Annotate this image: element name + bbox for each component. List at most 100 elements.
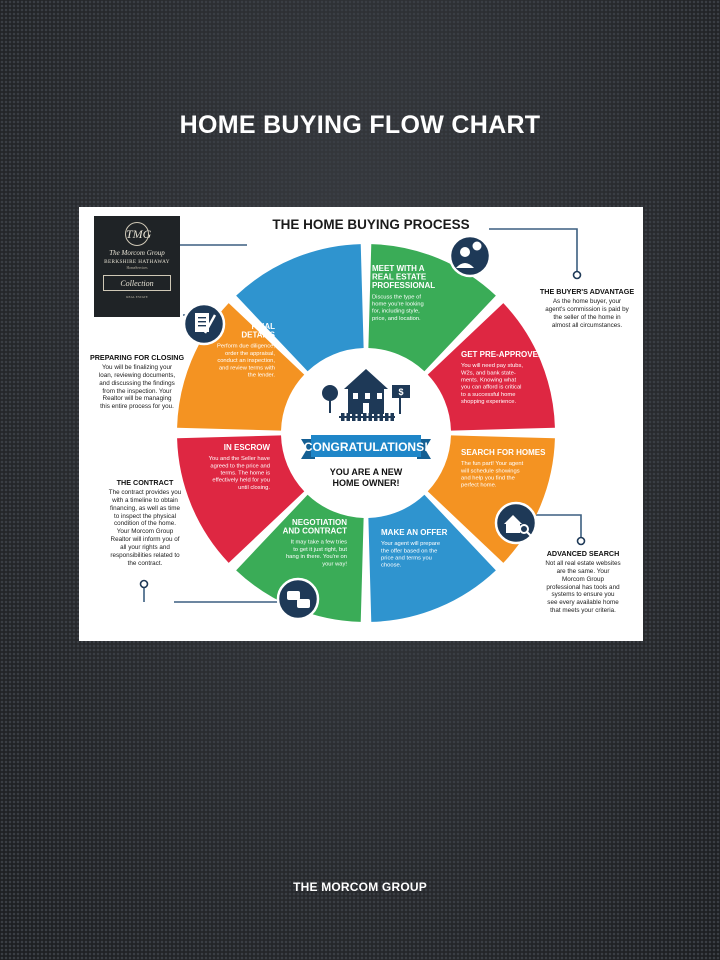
step-body: the lender.: [248, 373, 275, 379]
home-buying-infographic: THE HOME BUYING PROCESSCLOSINGThis is th…: [79, 207, 643, 641]
fence-rail: [339, 416, 395, 418]
step-body: for, including style,: [372, 309, 420, 315]
morcom-logo: TMG The Morcom Group BERKSHIRE HATHAWAY …: [94, 216, 180, 317]
mini-house: [506, 523, 520, 533]
doc-line: [198, 325, 206, 327]
house-search-icon: [494, 501, 538, 545]
step-body: agreed to the price and: [210, 463, 270, 469]
step-title: AND CONTRACT: [283, 527, 348, 536]
logo-tag: REAL ESTATE: [126, 295, 148, 299]
step-body: price and terms you: [381, 556, 432, 562]
connector-dot: [572, 270, 582, 280]
house-trees-icon: $: [322, 369, 410, 421]
tree-trunk: [329, 399, 331, 413]
center-line2: HOME OWNER!: [333, 478, 400, 488]
chat-bubble-2: [297, 599, 310, 608]
house-door: [363, 403, 369, 414]
infographic-heading: THE HOME BUYING PROCESS: [272, 217, 469, 232]
step-body: to get it just right, but: [293, 547, 347, 553]
slide-footer: THE MORCOM GROUP: [293, 880, 427, 894]
mini-roof: [504, 515, 522, 524]
step-title: FINAL: [251, 322, 275, 331]
step-segment: [236, 244, 364, 372]
process-wheel: THE HOME BUYING PROCESSCLOSINGThis is th…: [139, 217, 586, 622]
document-pen-icon: [182, 302, 226, 346]
step-body: Perform due diligence,: [217, 344, 275, 350]
step-body: W2s, and bank state-: [461, 370, 516, 376]
connector-line: [489, 228, 578, 271]
logo-collection: Collection: [103, 275, 171, 291]
step-body: You and the Seller have: [209, 456, 270, 462]
note-title: THE CONTRACT: [116, 478, 174, 487]
step-title: PROFESSIONAL: [372, 281, 435, 290]
step-body: price, and location.: [372, 316, 421, 322]
logo-sub: HomeServices: [126, 266, 148, 270]
note-buyers-advantage: THE BUYER'S ADVANTAGE As the home buyer,…: [531, 287, 643, 329]
logo-name: The Morcom Group: [109, 249, 165, 257]
step-body: conduct an inspection,: [217, 358, 275, 364]
step-segment: [427, 303, 555, 431]
tree-left: [322, 385, 338, 401]
sign-post: [399, 398, 401, 414]
step-body: to a successful home: [461, 392, 515, 398]
step-body: the offer based on the: [381, 548, 437, 554]
step-body: You will need pay stubs,: [461, 363, 523, 369]
step-title: NEGOTIATION: [292, 518, 347, 527]
doc-line: [198, 317, 206, 319]
step-body: ments. Knowing what: [461, 378, 516, 384]
house-roof: [344, 369, 388, 389]
step-body: hang in there. You're on: [286, 554, 347, 560]
step-title: REAL ESTATE: [372, 273, 427, 282]
step-body: and review terms with: [219, 365, 275, 371]
logo-brand: BERKSHIRE HATHAWAY: [104, 259, 170, 265]
step-body: Discuss the type of: [372, 294, 421, 300]
step-body: order the appraisal,: [225, 351, 275, 357]
handshake-chat-icon: [276, 577, 320, 621]
step-body: perfect home.: [461, 483, 497, 489]
step-body: choose.: [381, 563, 402, 569]
step-body: your way!: [322, 561, 347, 567]
banner-text: CONGRATULATIONS!: [304, 440, 428, 454]
magnifier-lens: [519, 524, 529, 534]
step-body: you can afford is critical: [461, 385, 521, 391]
step-body: It may take a few tries: [291, 540, 347, 546]
step-title: MAKE AN OFFER: [381, 528, 448, 537]
agent-head: [460, 247, 470, 257]
step-title: DETAILS: [241, 331, 275, 340]
connector-dot: [139, 579, 149, 589]
banner-body: [311, 435, 421, 457]
sale-sign: [392, 385, 410, 398]
connector-dot: [576, 536, 586, 546]
note-preparing-closing: PREPARING FOR CLOSING You will be finali…: [81, 353, 193, 411]
step-title: IN ESCROW: [224, 443, 271, 452]
congratulations-banner: CONGRATULATIONS!: [301, 435, 431, 459]
step-body: and help you find the: [461, 476, 515, 482]
badge-circle: [448, 234, 492, 278]
chat-bubble-1: [287, 591, 300, 600]
step-body: will schedule showings: [460, 468, 520, 474]
step-segment: [236, 494, 364, 622]
slide-title: HOME BUYING FLOW CHART: [179, 111, 541, 139]
agent-icon: [448, 234, 492, 278]
step-segment: [177, 435, 305, 563]
agent-body: [456, 263, 474, 268]
note-title: ADVANCED SEARCH: [546, 549, 620, 558]
note-advanced-search: ADVANCED SEARCH Not all real estate webs…: [525, 549, 641, 615]
step-body: terms. The home is: [220, 471, 270, 477]
step-segment: [368, 494, 496, 622]
magnifier-handle: [526, 531, 532, 537]
doc-line: [198, 321, 206, 323]
logo-monogram: TMG: [125, 222, 151, 246]
step-title: GET PRE-APPROVED: [461, 350, 544, 359]
house-window: [365, 393, 370, 399]
sale-sign-mark: $: [398, 387, 403, 397]
step-body: until closing.: [238, 485, 270, 491]
